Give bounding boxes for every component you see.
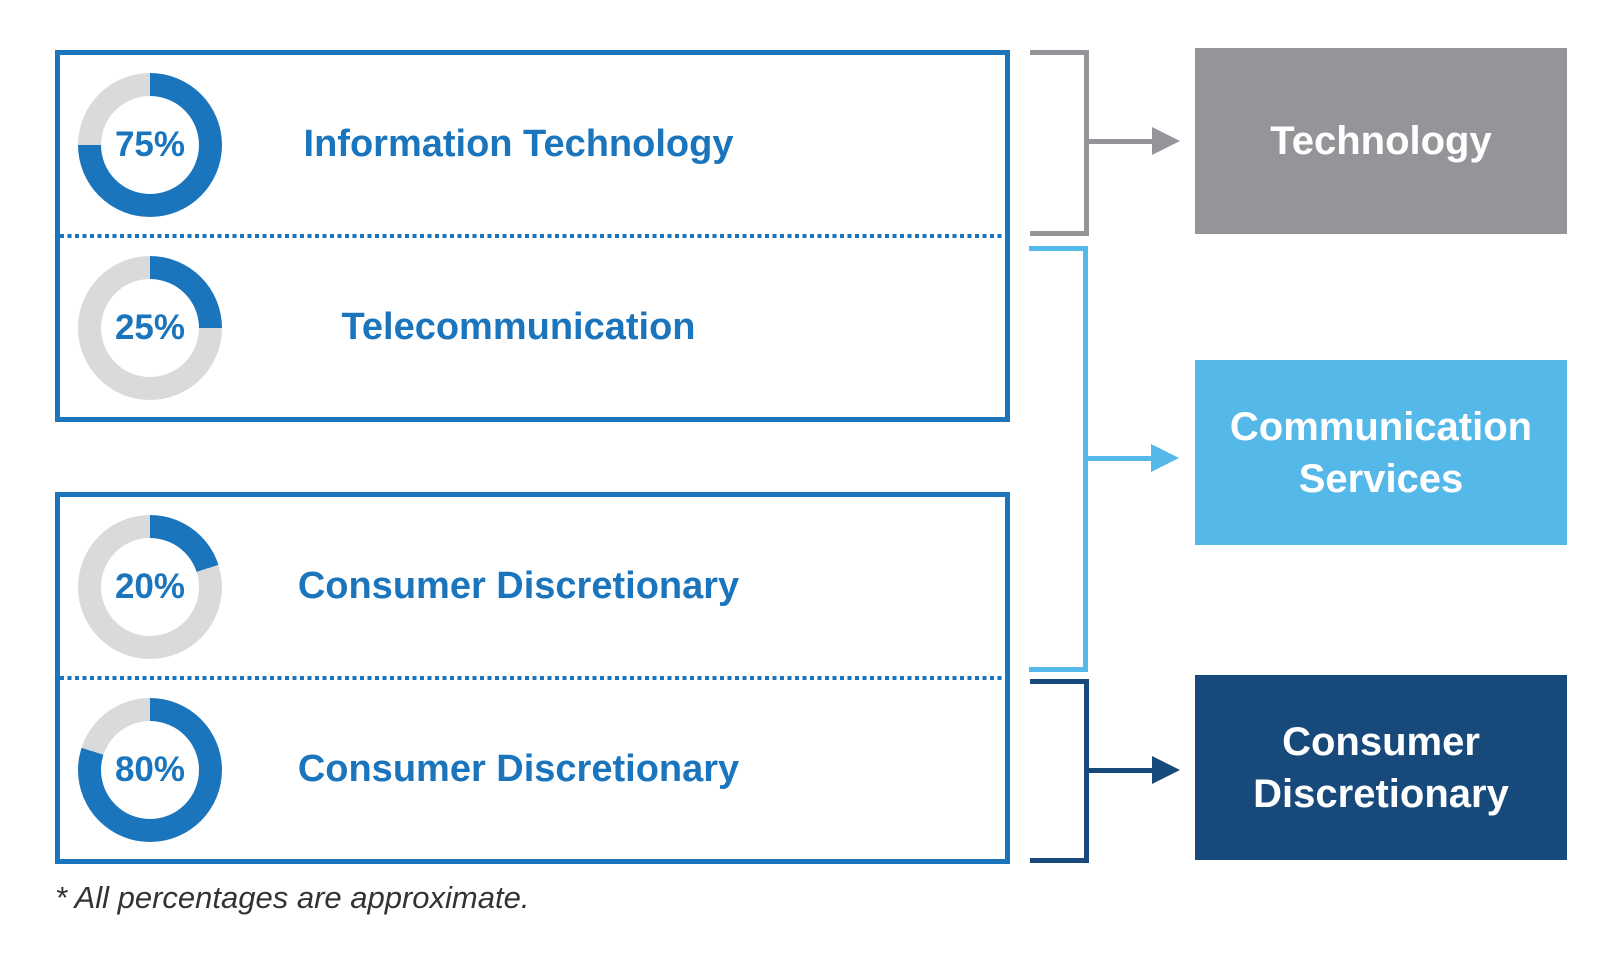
arrow-right-icon (1152, 127, 1180, 155)
sector-row-consumer-discretionary-20: 20% Consumer Discretionary (60, 497, 1005, 676)
source-group-it-telecom: 75% Information Technology 25% Telecommu… (55, 50, 1010, 422)
arrow-line-technology (1087, 139, 1153, 144)
donut-percent-label: 25% (114, 307, 186, 347)
donut-chart-information-technology: 75% (78, 72, 222, 217)
sector-label-consumer-discretionary-20: Consumer Discretionary (297, 564, 740, 607)
donut-percent-label: 20% (114, 566, 186, 606)
arrow-line-consumer-discretionary (1087, 768, 1153, 773)
sector-row-telecommunication: 25% Telecommunication (60, 238, 1005, 417)
bracket-connector-technology (1030, 50, 1089, 236)
bracket-connector-communication-services (1029, 246, 1088, 672)
donut-percent-label: 80% (114, 749, 186, 789)
target-sector-box-communication-services: Communication Services (1195, 360, 1567, 545)
target-sector-box-consumer-discretionary: Consumer Discretionary (1195, 675, 1567, 860)
target-sector-label: Communication Services (1229, 404, 1533, 501)
dotted-divider (60, 234, 1005, 238)
donut-chart-consumer-discretionary-20: 20% (78, 514, 222, 659)
sector-row-information-technology: 75% Information Technology (60, 55, 1005, 234)
sector-label-consumer-discretionary-80: Consumer Discretionary (297, 747, 740, 790)
target-sector-label: Technology (1270, 119, 1492, 163)
target-sector-label: Consumer Discretionary (1253, 719, 1509, 816)
dotted-divider (60, 676, 1005, 680)
footnote: * All percentages are approximate. (55, 880, 530, 915)
arrow-right-icon (1151, 444, 1179, 472)
donut-percent-label: 75% (114, 124, 186, 164)
target-sector-box-technology: Technology (1195, 48, 1567, 234)
sector-row-consumer-discretionary-80: 80% Consumer Discretionary (60, 680, 1005, 859)
donut-chart-telecommunication: 25% (78, 255, 222, 400)
arrow-right-icon (1152, 756, 1180, 784)
sector-label-telecommunication: Telecommunication (341, 305, 696, 348)
sector-label-information-technology: Information Technology (303, 122, 734, 165)
bracket-connector-consumer-discretionary (1030, 679, 1089, 863)
donut-chart-consumer-discretionary-80: 80% (78, 697, 222, 842)
source-group-consumer-discretionary: 20% Consumer Discretionary 80% Consumer … (55, 492, 1010, 864)
arrow-line-communication-services (1086, 456, 1152, 461)
